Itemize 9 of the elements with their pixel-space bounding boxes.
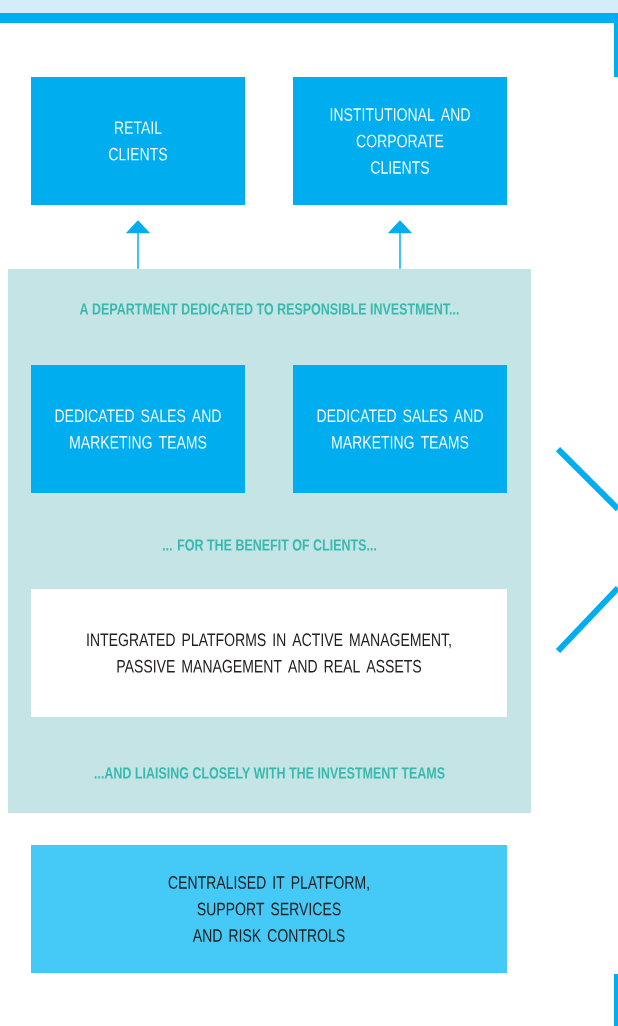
section-heading: ...AND LIAISING CLOSELY WITH THE INVESTMENT TEAMS — [94, 767, 445, 779]
process-box: INTEGRATED PLATFORMS IN ACTIVE MANAGEMENT, PASSIVE MANAGEMENT AND REAL ASSETS — [31, 589, 507, 717]
process-box: DEDICATED SALES AND MARKETING TEAMS — [293, 365, 507, 493]
process-box: DEDICATED SALES AND MARKETING TEAMS — [31, 365, 245, 493]
process-box: INSTITUTIONAL AND CORPORATE CLIENTS — [293, 77, 507, 205]
section-heading: ... FOR THE BENEFIT OF CLIENTS... — [163, 539, 376, 551]
process-box: RETAIL CLIENTS — [31, 77, 245, 205]
section-heading: A DEPARTMENT DEDICATED TO RESPONSIBLE INVESTMENT... — [79, 303, 459, 315]
process-box: CENTRALISED IT PLATFORM, SUPPORT SERVICES AND RISK CONTROLS — [31, 845, 507, 973]
